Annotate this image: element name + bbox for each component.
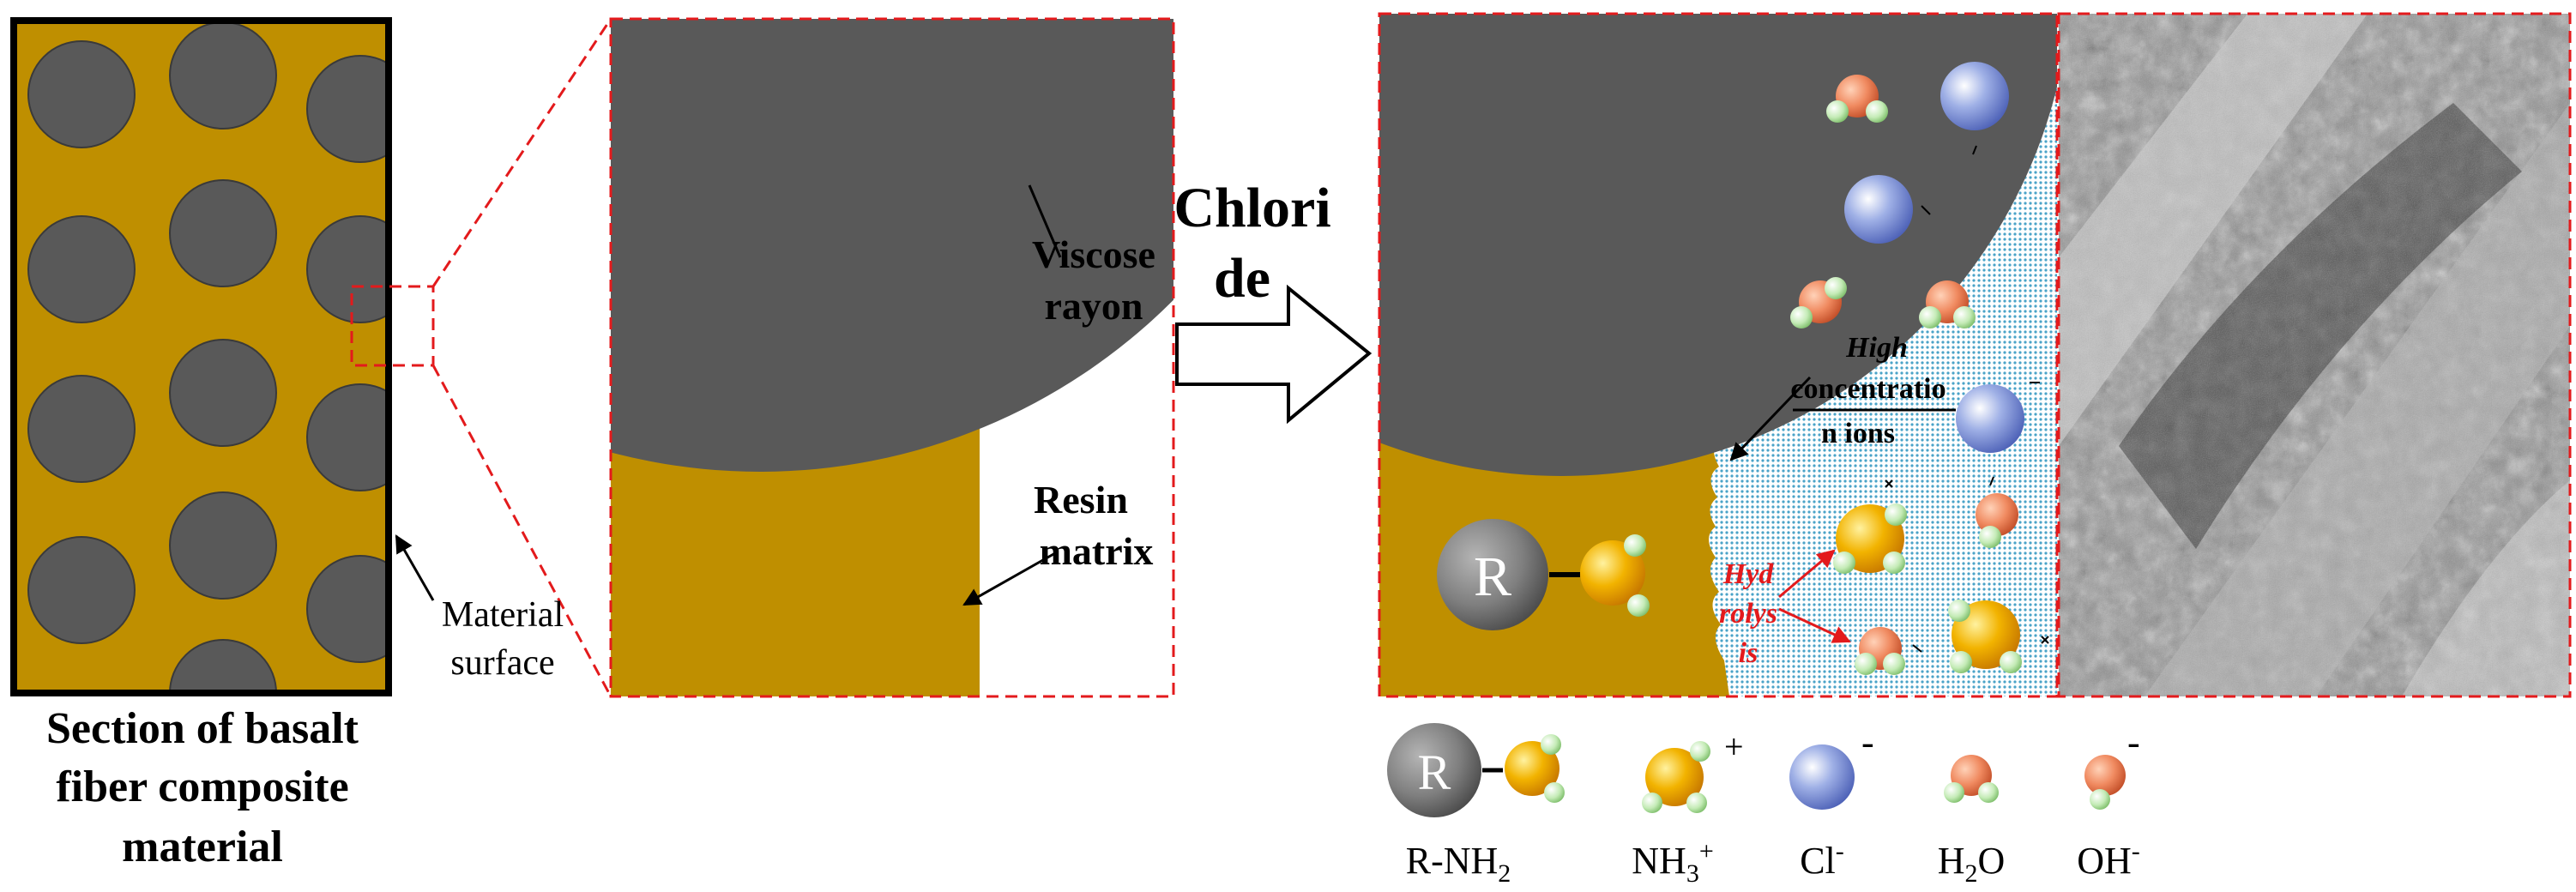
fiber-pointer: [1028, 184, 1062, 258]
panel-composite-section: Material surface Section of basalt fiber…: [10, 17, 612, 871]
matrix-arrow: [962, 551, 1056, 606]
r-nh2-group: R: [1437, 519, 1650, 630]
legend-icon-r-nh2: R: [1387, 723, 1565, 817]
fiber-circle: [306, 55, 389, 163]
legend-label-cl: Cl-: [1800, 837, 1844, 882]
hydrolysis-line2: rolys: [1719, 598, 1777, 630]
legend-r-letter: R: [1418, 744, 1451, 800]
fiber-label-line1: Viscose: [1032, 232, 1155, 276]
legend-icon-water: [1944, 755, 1999, 803]
legend-label-oh: OH-: [2077, 837, 2140, 882]
legend-label-h2o: H2O: [1938, 840, 2006, 888]
degradation-border: [1378, 12, 2059, 698]
section-caption-line1: Section of basalt: [46, 704, 359, 753]
panel-degradation: R High concentratio n ions Hyd rolys is: [1378, 12, 2059, 698]
chloride-arrow: [1175, 284, 1372, 425]
high-conc-arrow: [1729, 376, 1812, 461]
ion-cl: [1940, 62, 2009, 155]
legend-icon-cl: -: [1789, 721, 1874, 810]
fiber-circle: [27, 536, 136, 644]
matrix-label-line1: Resin: [1034, 478, 1128, 521]
legend-icon-nh3-plus: +: [1642, 727, 1744, 813]
arrow-label-line1: Chlori: [1173, 177, 1330, 239]
high-conc-line1: High: [1845, 332, 1908, 364]
fiber-circle: [306, 383, 389, 491]
surface-arrow: [395, 534, 435, 601]
fiber-circles: [27, 21, 389, 693]
molecule-nh3-plus: [1833, 479, 1907, 574]
matrix-label-line2: matrix: [1040, 529, 1154, 573]
hydrolysis-line3: is: [1739, 637, 1759, 669]
molecule-nh3-plus: [1948, 600, 2049, 673]
molecule-oh: [1976, 476, 2018, 548]
sem-micrograph: [2059, 14, 2570, 696]
hydrolysis-arrow-down: [1778, 607, 1851, 643]
ion-cl: [1844, 175, 1931, 244]
section-caption-line2: fiber composite: [56, 762, 348, 811]
surface-label-line2: surface: [450, 643, 554, 683]
chloride-arrow-group: Chlori de: [1173, 177, 1372, 425]
fiber-circle: [27, 40, 136, 148]
hydrolysis-line1: Hyd: [1722, 558, 1775, 590]
legend-cl-charge: -: [1861, 721, 1874, 763]
panel-zoomed-interface: Viscose rayon Resin matrix: [609, 17, 1175, 698]
sem-border: [2057, 12, 2572, 698]
high-conc-line2: concentratio: [1790, 373, 1946, 405]
legend-label-nh3: NH3+: [1632, 837, 1713, 888]
r-group-letter: R: [1474, 545, 1511, 608]
zoom-line-top: [431, 18, 612, 287]
fiber-circle: [306, 215, 389, 323]
molecule-water: [1919, 280, 1976, 328]
fiber-cross-section-damaged: [1379, 14, 2057, 476]
fiber-circle: [169, 179, 277, 287]
zoom-box-small: [350, 285, 435, 367]
fiber-cross-section: [611, 19, 1173, 472]
legend-nh3-charge: +: [1724, 727, 1744, 766]
fiber-circle: [169, 21, 277, 130]
fiber-label-line2: rayon: [1045, 284, 1143, 328]
section-caption-line3: material: [122, 823, 283, 871]
legend-oh-charge: -: [2127, 721, 2140, 763]
section-border: [10, 17, 392, 696]
zoom-line-bottom: [431, 365, 612, 697]
molecule-water: [1855, 627, 1922, 675]
fiber-circle: [27, 375, 136, 483]
legend: R + - - R-NH2 NH3+ Cl-: [1387, 721, 2140, 888]
ion-cl: [1956, 382, 2040, 453]
fiber-circle: [306, 555, 389, 663]
high-conc-line3: n ions: [1821, 418, 1895, 449]
surface-label-line1: Material: [442, 595, 564, 635]
molecule-water: [1790, 277, 1847, 328]
fiber-circle: [27, 215, 136, 323]
legend-label-r-nh2: R-NH2: [1406, 840, 1511, 888]
zoom-box-large: [609, 17, 1175, 698]
fiber-circle: [169, 339, 277, 447]
legend-icon-oh: -: [2084, 721, 2140, 810]
hydrolysis-arrow-up: [1778, 549, 1836, 599]
molecule-water: [1826, 75, 1888, 123]
arrow-label-line2: de: [1214, 247, 1270, 310]
fiber-circle: [169, 639, 277, 693]
fiber-circle: [169, 491, 277, 600]
